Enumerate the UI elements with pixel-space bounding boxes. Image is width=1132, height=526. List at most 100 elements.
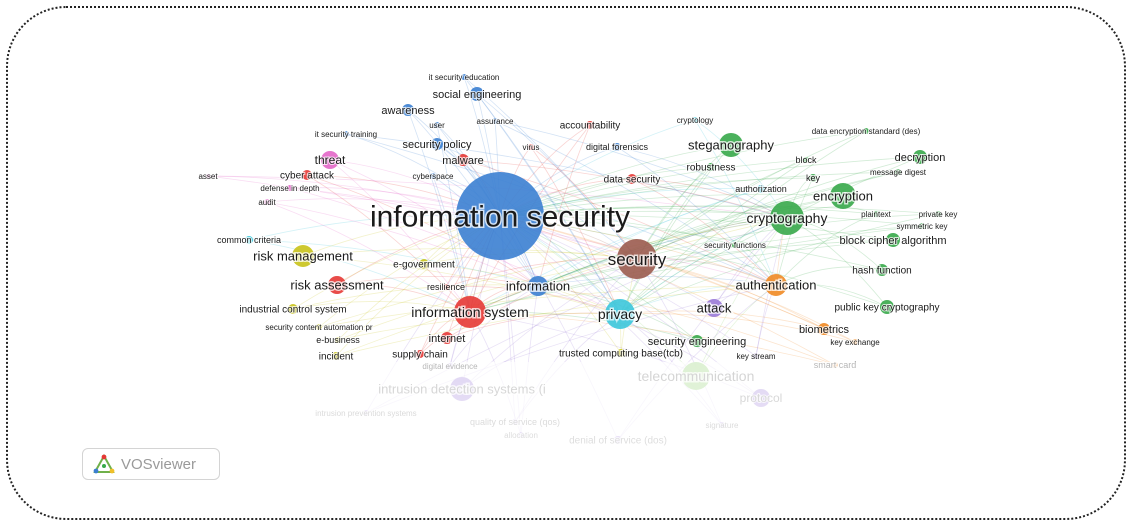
network-node-n53[interactable] [206,174,210,178]
network-node-label: industrial control system [239,305,346,316]
network-node-label: biometrics [799,324,850,336]
network-edge [266,201,471,313]
vosviewer-logo-badge[interactable]: VOSviewer [82,448,220,480]
network-node-label: cryptography [747,210,828,226]
network-edge [335,217,788,357]
network-edge [499,205,939,217]
network-node-n51[interactable] [443,284,449,290]
network-node-n19[interactable] [886,233,900,247]
network-node-n45[interactable] [617,349,625,357]
network-edge [537,124,591,287]
network-node-label: security engineering [648,336,746,348]
network-node-n14[interactable] [705,299,723,317]
network-edge [530,146,621,315]
network-node-n7[interactable] [830,183,856,209]
network-node-n6[interactable] [719,133,743,157]
network-node-n33[interactable] [707,163,715,171]
network-node-n61[interactable] [430,173,436,179]
network-node-n62[interactable] [692,117,698,123]
network-node-label: accountability [560,121,621,132]
network-node-n5[interactable] [605,299,635,329]
network-node-n52[interactable] [245,236,253,244]
network-node-n42[interactable] [852,339,858,345]
network-node-label: plaintext [861,210,892,219]
network-node-label: decryption [895,152,946,164]
network-node-n17[interactable] [457,154,469,166]
network-node-n38[interactable] [873,211,879,217]
network-node-label: resilience [427,282,465,292]
network-edge [469,311,698,342]
network-node-label: security functions [704,241,766,250]
network-node-n16[interactable] [402,104,414,116]
network-node-n1[interactable] [456,172,544,260]
network-node-n49[interactable] [288,304,298,314]
network-edge [499,215,883,271]
network-node-n39[interactable] [935,211,941,217]
network-node-n9[interactable] [292,245,314,267]
network-edge [619,217,788,315]
network-node-n13[interactable] [321,151,339,169]
network-node-n37[interactable] [895,169,901,175]
network-edge [694,119,777,286]
network-node-label: digital forensics [586,142,649,152]
network-node-n21[interactable] [818,323,830,335]
network-node-n27[interactable] [441,332,453,344]
network-node-n46[interactable] [416,350,424,358]
network-node-n47[interactable] [332,352,340,360]
network-node-n32[interactable] [613,143,621,151]
network-node-n63[interactable] [863,128,869,134]
network-edge [619,144,732,315]
network-edge [306,174,471,313]
network-node-label: quality of service (qos) [470,417,560,427]
network-node-label: hash function [852,266,912,277]
network-node-n18[interactable] [913,150,927,164]
network-node-n35[interactable] [809,174,817,182]
network-node-label: attack [697,301,732,316]
network-node-n29[interactable] [627,174,637,184]
network-node-n30[interactable] [419,259,429,269]
network-edge [446,312,621,339]
network-node-n56[interactable] [343,131,349,137]
network-node-n34[interactable] [757,185,765,193]
network-node-n36[interactable] [803,157,809,163]
network-edge [494,120,788,219]
network-node-n57[interactable] [461,74,467,80]
network-node-label: digital evidence [422,362,478,371]
network-edge [636,258,825,330]
network-node-n10[interactable] [328,276,346,294]
network-node-n28[interactable] [302,170,312,180]
network-edge [499,215,836,366]
network-node-n41[interactable] [732,242,738,248]
network-node-label: signature [706,421,739,430]
network-edge [469,225,923,313]
network-node-n20[interactable] [880,300,894,314]
network-node-n2[interactable] [617,239,657,279]
network-edge [318,284,777,328]
network-node-n59[interactable] [492,118,498,124]
network-node-n60[interactable] [528,144,534,150]
network-node-n40[interactable] [919,223,925,229]
network-node-n15[interactable] [431,138,443,150]
network-node-n44[interactable] [753,353,759,359]
network-node-n31[interactable] [586,121,594,129]
network-node-n3[interactable] [770,201,804,235]
network-node-n4[interactable] [454,296,486,328]
network-edge [499,171,899,217]
network-edge [292,284,539,310]
network-node-n55[interactable] [264,199,270,205]
network-node-label: information security [370,201,630,234]
network-node-label: public key cryptography [834,303,939,314]
network-node-n58[interactable] [434,122,440,128]
network-node-n8[interactable] [765,274,787,296]
network-node-n11[interactable] [528,276,548,296]
network-node-n48[interactable] [335,337,341,343]
network-node-label: security content automation pr [265,323,373,332]
network-node-n22[interactable] [691,335,703,347]
network-node-n26[interactable] [876,264,888,276]
network-node-n54[interactable] [287,185,293,191]
network-node-n50[interactable] [316,324,322,330]
network-node-n12[interactable] [470,87,484,101]
network-node-label: key [806,173,821,183]
network-edge [619,166,712,315]
